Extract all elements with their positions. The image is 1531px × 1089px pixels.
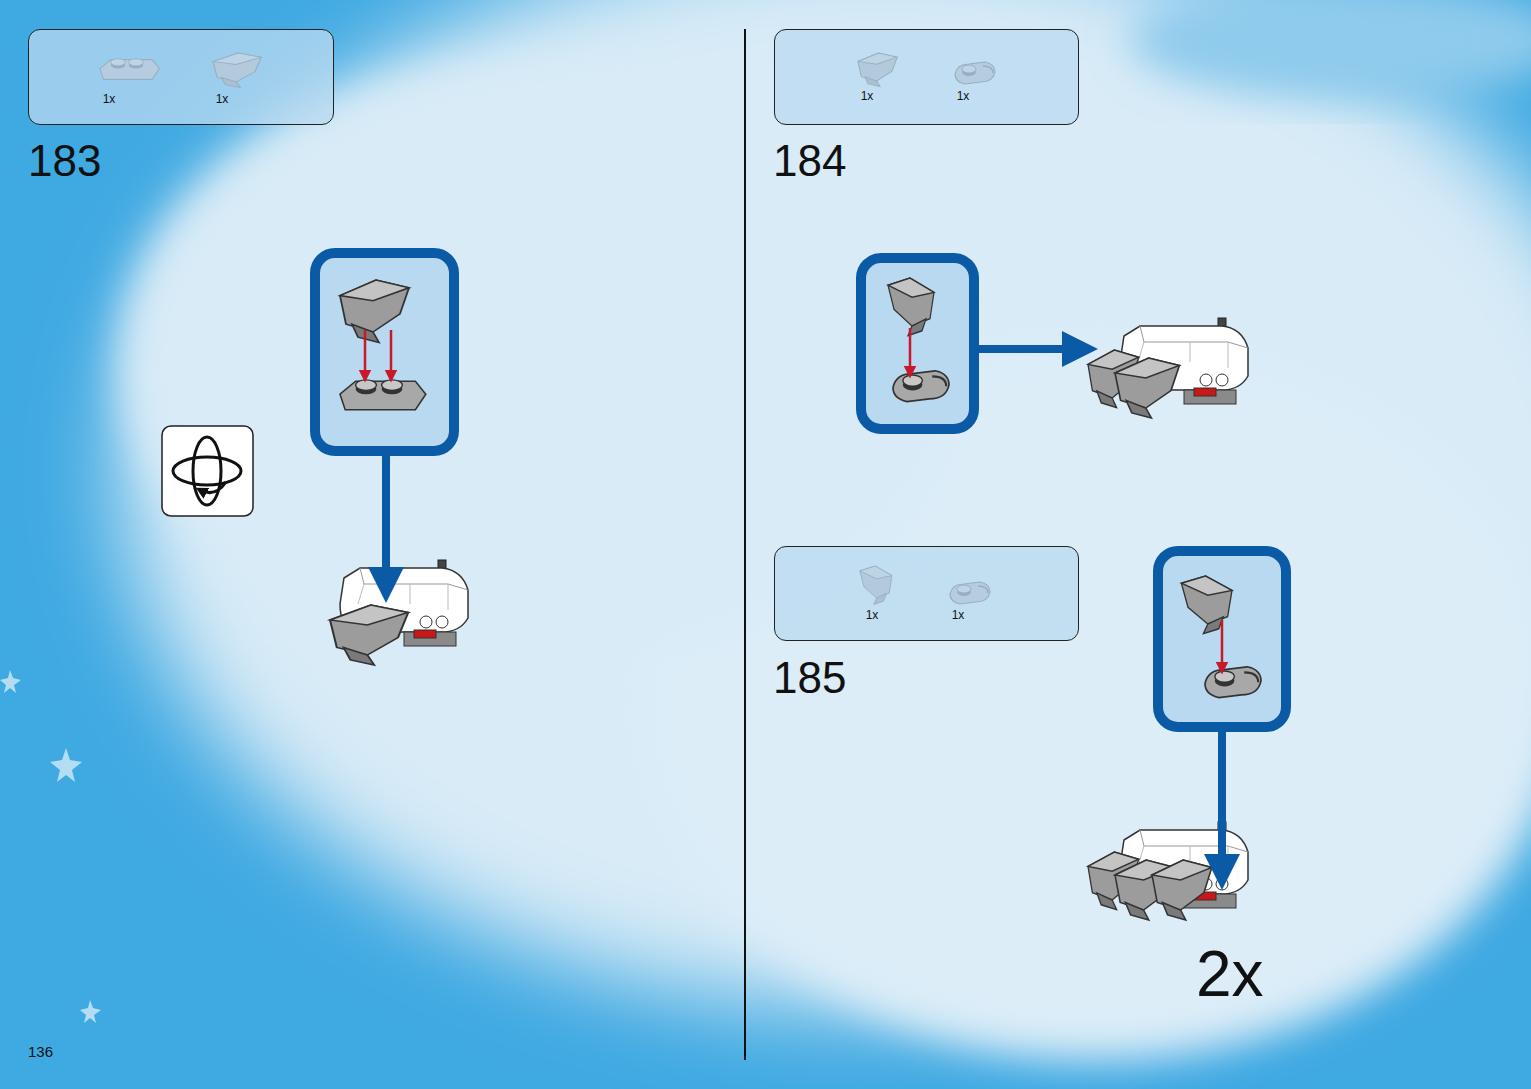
step-number: 185 (773, 656, 846, 700)
parts-list-box: 1x 1x (774, 29, 1079, 125)
callout-box (861, 258, 974, 429)
callout-box (1158, 551, 1286, 727)
step-number: 184 (773, 139, 846, 183)
assembly-arrow (382, 456, 390, 585)
part-count: 1x (952, 609, 965, 621)
callout-box (315, 253, 454, 451)
page-divider (744, 29, 746, 1060)
part-count: 1x (957, 90, 970, 102)
part-count: 1x (103, 93, 116, 105)
part-count: 1x (866, 609, 879, 621)
parts-list-box: 1x 1x (28, 29, 334, 125)
rotate-icon (162, 426, 253, 516)
parts-list-box: 1x 1x (774, 546, 1079, 641)
background-cloud (1130, 0, 1531, 100)
part-count: 1x (216, 93, 229, 105)
step-number: 183 (28, 139, 101, 183)
assembly-arrow (978, 345, 1080, 353)
model (1088, 318, 1248, 418)
repeat-count: 2x (1196, 942, 1264, 1006)
part-count: 1x (861, 90, 874, 102)
page-number: 136 (28, 1044, 53, 1059)
sparkles (0, 670, 101, 1023)
model (330, 560, 468, 665)
assembly-arrow (1218, 731, 1226, 872)
